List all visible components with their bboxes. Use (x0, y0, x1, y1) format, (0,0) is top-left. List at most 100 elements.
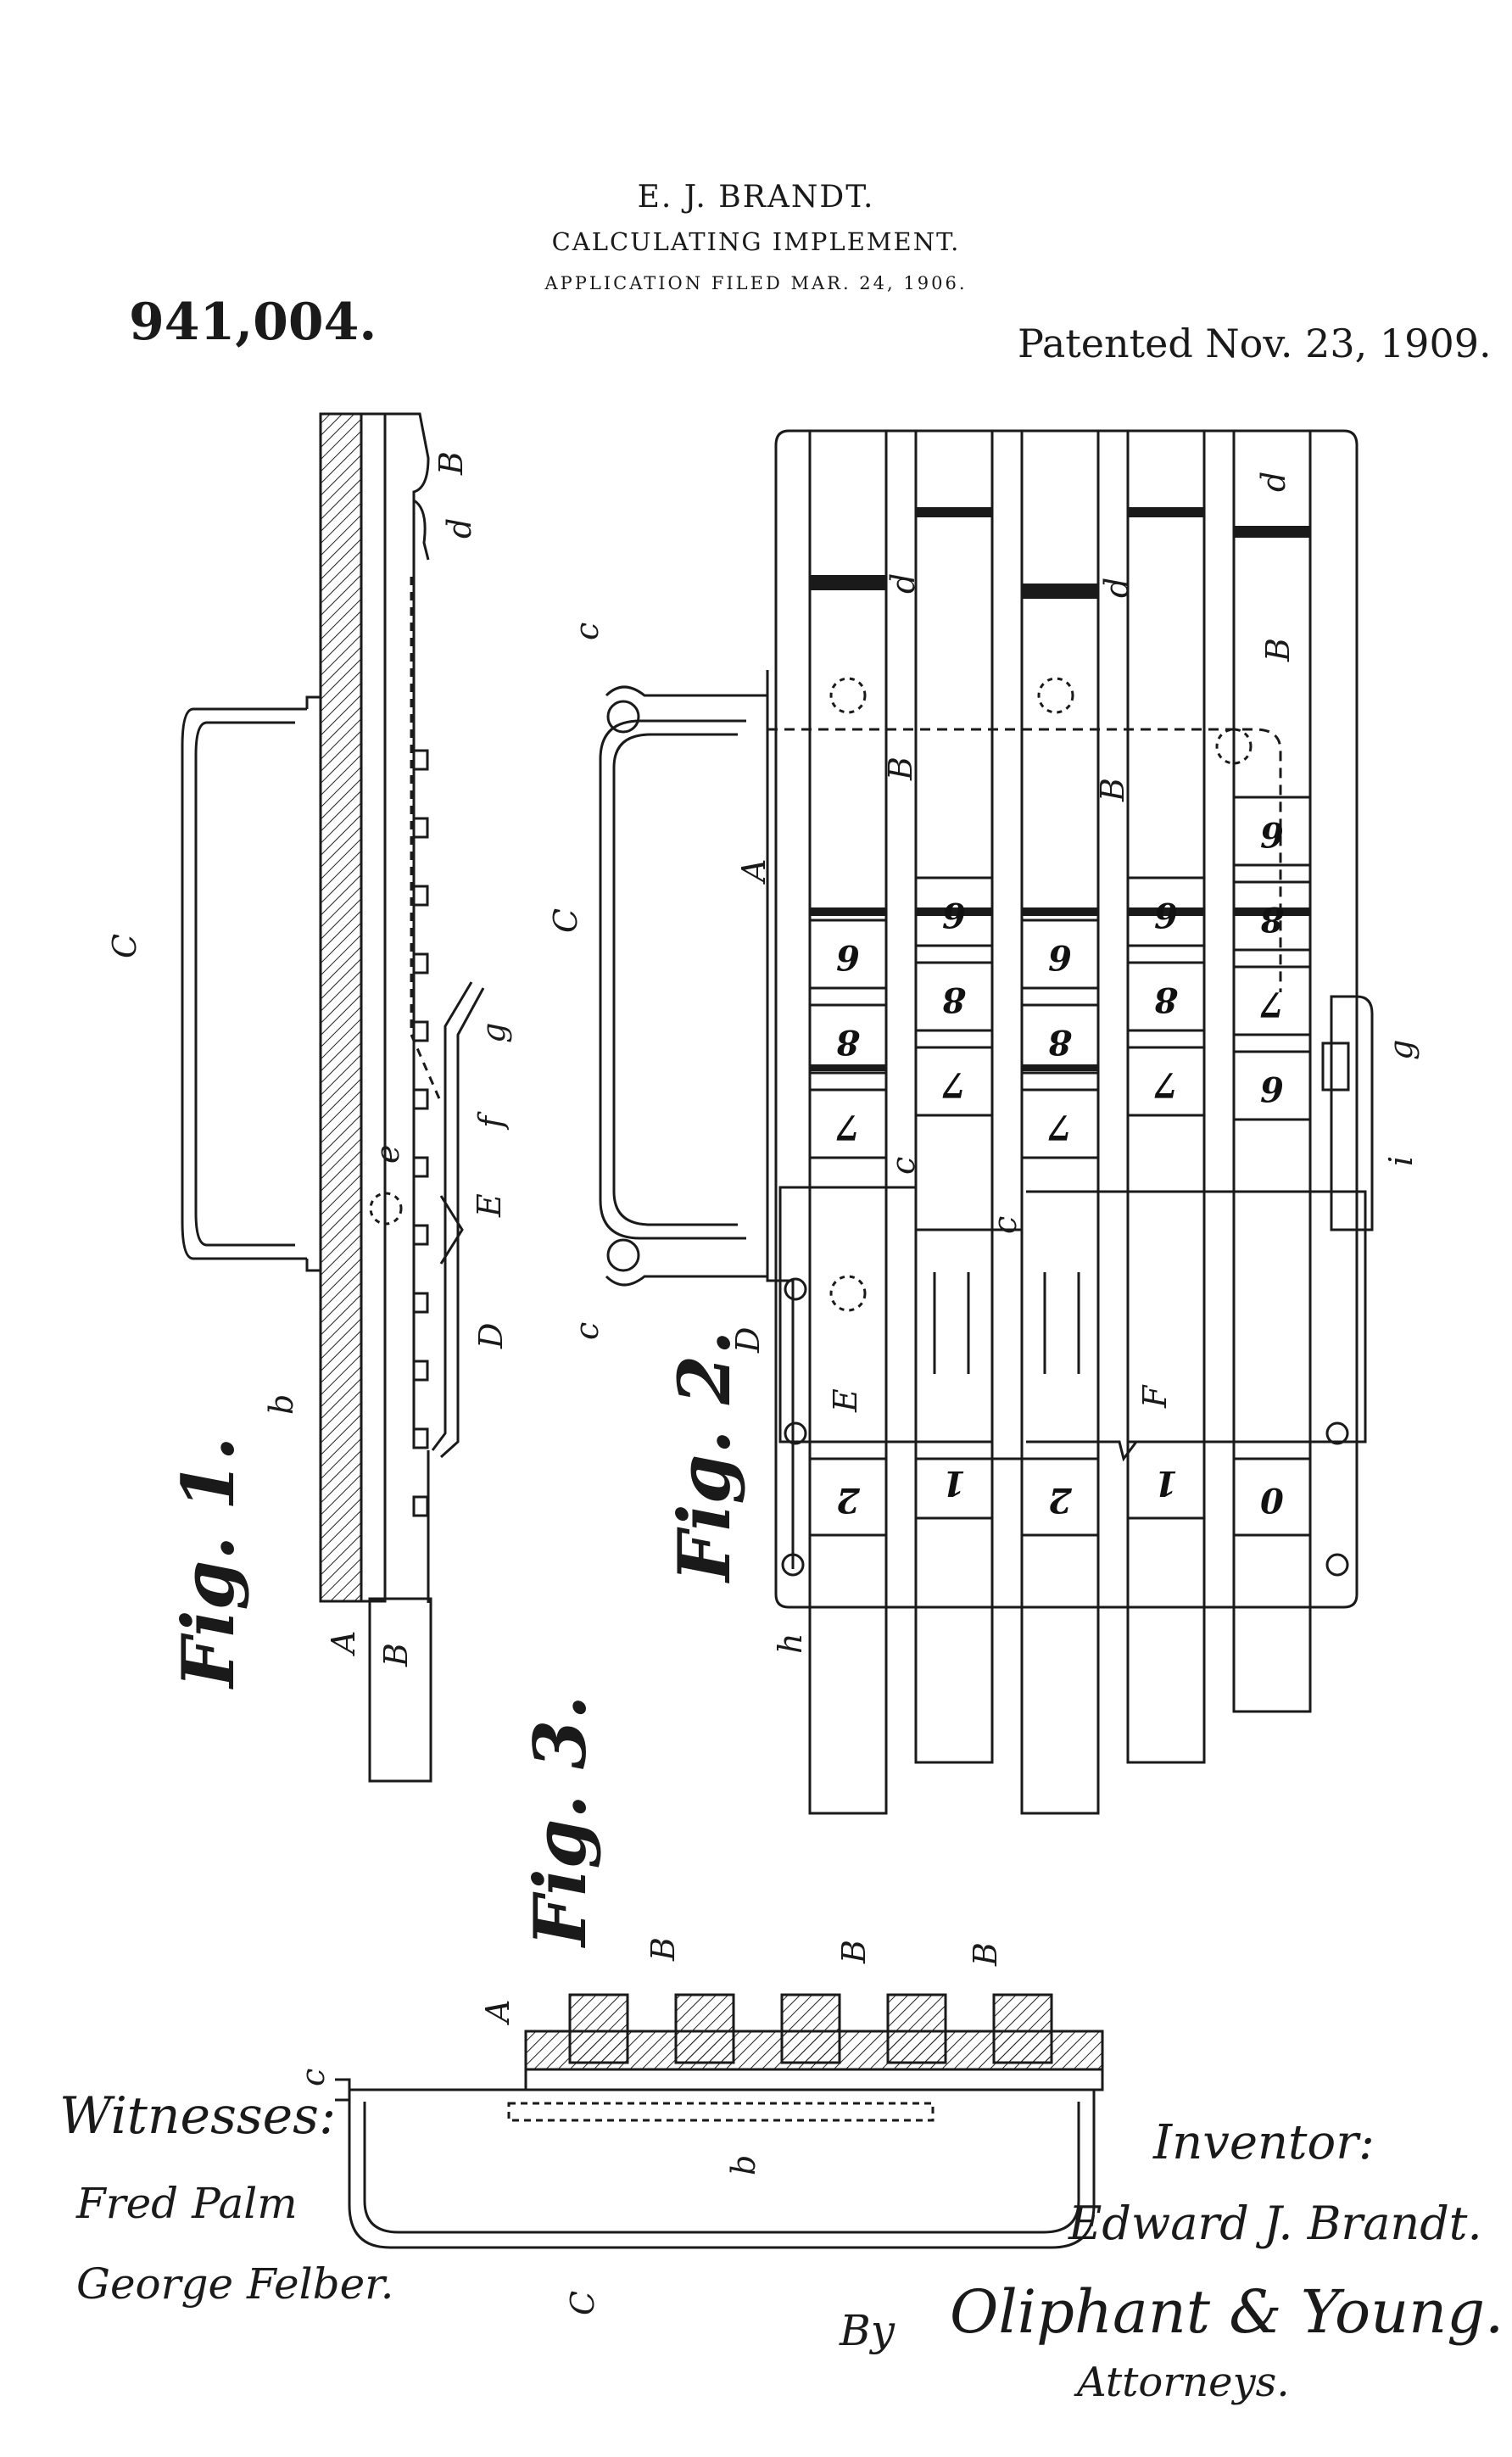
fig1-bar-channel (360, 412, 387, 1603)
inventor-label: Inventor: (1152, 2115, 1375, 2170)
digit-c1-2: 8 (836, 1022, 861, 1062)
fig2-label-d1: d (884, 573, 922, 594)
fig2-digit-cells (808, 796, 1312, 1159)
fig2-label-c-bottom: c (568, 1322, 605, 1340)
fig1-label-D: D (472, 1323, 510, 1349)
digit-c5-2: 8 (1260, 899, 1285, 939)
fig1-frame-edge (385, 412, 430, 1442)
fig2-label-h: h (772, 1633, 809, 1654)
fig1-label-E: E (471, 1193, 508, 1218)
fig2-label-F: F (1136, 1384, 1174, 1409)
signatures: Witnesses: Fred Palm George Felber. Inve… (59, 2086, 1504, 2406)
fig1-handle-mount (305, 695, 321, 1272)
fig2-bar-shading (810, 507, 1310, 1071)
fig3-label-C: C (564, 2291, 601, 2315)
fig2-handle-inner (612, 733, 738, 1226)
fig3-label-B1: B (644, 1937, 682, 1962)
window-digit-2: 1 (942, 1463, 966, 1503)
witness-2-signature: George Felber. (76, 2259, 393, 2309)
fig1-label-e: e (369, 1145, 406, 1164)
fig2-window-cells (808, 1440, 1312, 1537)
window-digit-1: 2 (836, 1480, 861, 1520)
fig2-teeth (933, 1272, 1080, 1374)
application-date: APPLICATION FILED MAR. 24, 1906. (544, 273, 968, 293)
figure-1-labels: B d C e E f g D b A B Fig. 1. (106, 451, 512, 1689)
fig2-screws (781, 1277, 1349, 1577)
attorneys-label: Attorneys. (1074, 2359, 1290, 2406)
figure-2-drawing (599, 429, 1374, 1815)
fig1-label-A: A (325, 1631, 362, 1656)
digit-c1-3: 7 (836, 1107, 860, 1147)
fig2-label-c-top: c (568, 623, 605, 640)
digit-c5-3: 7 (1260, 984, 1284, 1024)
fig1-label-g: g (475, 1023, 512, 1043)
digit-c4-2: 8 (1154, 980, 1179, 1019)
fig2-catch-g (1321, 1041, 1350, 1092)
fig2-slide-F (1026, 1190, 1367, 1462)
fig1-label-C: C (106, 934, 143, 958)
fig2-handle-outer (599, 719, 746, 1240)
fig2-ear-bottom (605, 1275, 767, 1287)
figure-1-drawing (181, 412, 485, 1783)
fig2-label-c-mid2: c (986, 1216, 1024, 1234)
fig3-label-b: b (725, 2155, 762, 2175)
fig2-handle-i (1330, 995, 1374, 1231)
digit-c2-1: 6 (942, 895, 966, 935)
fig1-teeth (412, 749, 429, 1517)
digit-c3-2: 8 (1048, 1022, 1073, 1062)
digit-c2-3: 7 (942, 1064, 966, 1104)
fig1-handle-inner (194, 721, 295, 1247)
fig2-label-C: C (547, 908, 584, 933)
fig2-digits: 6 8 7 6 8 7 6 8 7 6 8 7 6 8 7 6 2 1 2 1 … (836, 814, 1285, 1520)
window-digit-4: 1 (1154, 1463, 1178, 1503)
patented-date: Patented Nov. 23, 1909. (1018, 321, 1492, 366)
window-digit-5: 0 (1260, 1480, 1284, 1520)
fig2-screw-c-bottom (606, 1238, 640, 1272)
fig3-bar-5 (992, 1993, 1053, 2064)
window-digit-3: 2 (1048, 1480, 1073, 1520)
fig3-bar-3 (780, 1993, 841, 2064)
fig3-dashed-slot (507, 2102, 935, 2122)
digit-c2-2: 8 (942, 980, 967, 1019)
fig2-label-A: A (735, 859, 773, 885)
fig1-slide-plate-inner (439, 987, 485, 1459)
fig3-bar-4 (886, 1993, 947, 2064)
fig1-label-B-bottom: B (377, 1643, 415, 1667)
fig2-title: Fig. 2. (662, 1331, 746, 1583)
fig3-label-B3: B (967, 1942, 1004, 1967)
inventor-name: E. J. BRANDT. (637, 180, 875, 215)
fig1-label-b: b (263, 1394, 300, 1415)
digit-c1-1: 6 (836, 937, 860, 977)
fig2-dashed-holes (829, 677, 1253, 1312)
figure-3-drawing (335, 1993, 1104, 2249)
by-label: By (839, 2306, 895, 2355)
fig2-label-B2: B (1094, 778, 1131, 802)
digit-c5-4: 6 (1260, 1069, 1284, 1108)
figure-2-labels: c d d d B B B A C g i c c c D E F h Fig.… (547, 472, 1420, 1654)
fig3-bar-1 (568, 1993, 629, 2064)
patent-number: 941,004. (129, 293, 377, 352)
fig2-window-frame (914, 1228, 1024, 1460)
digit-c5-1: 6 (1260, 814, 1284, 854)
fig1-slide-plate (431, 981, 473, 1451)
fig2-label-B3: B (1259, 638, 1297, 662)
fig2-label-B1: B (882, 757, 919, 781)
fig1-dashed-slot (410, 577, 443, 1103)
fig1-base-plate (319, 412, 363, 1603)
fig2-label-c-mid: c (884, 1157, 922, 1175)
fig1-label-B-top: B (432, 451, 470, 476)
fig3-screw-c (335, 2078, 351, 2102)
fig1-bar-end (368, 1597, 432, 1783)
fig2-label-E: E (827, 1388, 864, 1413)
fig2-ear-top (605, 685, 767, 697)
fig3-plate-b (524, 2068, 1104, 2091)
fig2-label-g: g (1382, 1040, 1420, 1060)
attorneys-signature: Oliphant & Young. (950, 2277, 1504, 2347)
fig3-handle-inner (363, 2102, 1080, 2234)
fig1-handle-outer (181, 707, 307, 1260)
fig2-screw-c-top (606, 700, 640, 734)
fig1-label-d: d (441, 518, 478, 539)
fig3-label-A: A (479, 2000, 516, 2025)
fig2-label-i: i (1382, 1156, 1420, 1166)
